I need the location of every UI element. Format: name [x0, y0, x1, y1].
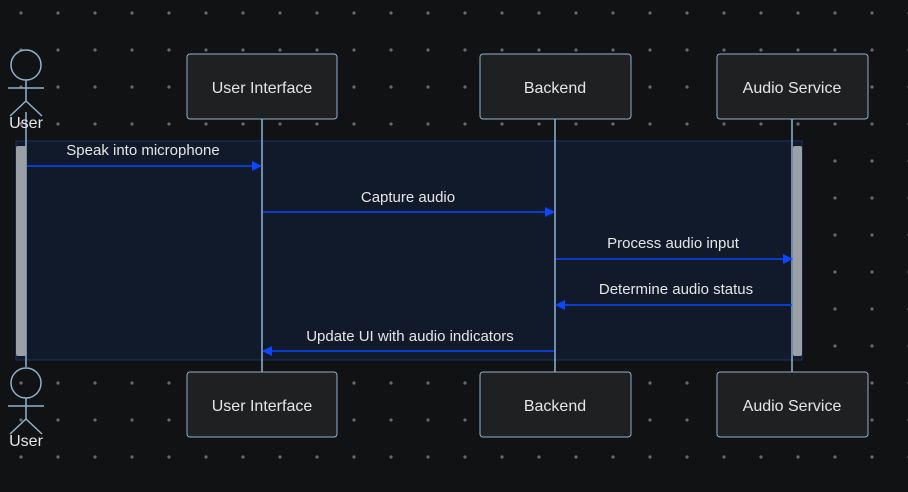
participant-label: User Interface — [212, 398, 313, 415]
activation-bar-user — [16, 146, 26, 356]
participant-backend-top: Backend — [479, 53, 632, 120]
message-label: Process audio input — [607, 235, 740, 252]
message-speak-into-microphone: Speak into microphone — [27, 142, 262, 171]
participant-audio-service-top: Audio Service — [716, 53, 869, 120]
message-label: Capture audio — [361, 189, 455, 206]
participant-backend-bottom: Backend — [479, 371, 632, 438]
message-label: Speak into microphone — [66, 142, 219, 159]
participant-user-interface-top: User Interface — [186, 53, 338, 120]
message-label: Update UI with audio indicators — [306, 328, 514, 345]
participant-label: Audio Service — [743, 80, 842, 97]
participant-label: User Interface — [212, 80, 313, 97]
person-stick-figure-icon — [8, 49, 44, 117]
participant-label: Audio Service — [743, 398, 842, 415]
message-update-ui-with-audio-indicators: Update UI with audio indicators — [262, 328, 554, 356]
message-label: Determine audio status — [599, 281, 753, 298]
participant-user-interface-bottom: User Interface — [186, 371, 338, 438]
participant-label: Backend — [524, 398, 586, 415]
message-capture-audio: Capture audio — [263, 189, 555, 217]
interaction-frame — [15, 140, 803, 361]
actor-label: User — [9, 115, 43, 132]
participant-label: Backend — [524, 80, 586, 97]
actor-label: User — [9, 433, 43, 450]
participant-audio-service-bottom: Audio Service — [716, 371, 869, 438]
activation-bar-audio-service — [793, 146, 802, 356]
message-determine-audio-status: Determine audio status — [555, 281, 792, 310]
actor-user-top: User — [8, 49, 44, 132]
person-stick-figure-icon — [8, 367, 44, 435]
actor-user-bottom: User — [8, 367, 44, 450]
message-process-audio-input: Process audio input — [556, 235, 793, 264]
